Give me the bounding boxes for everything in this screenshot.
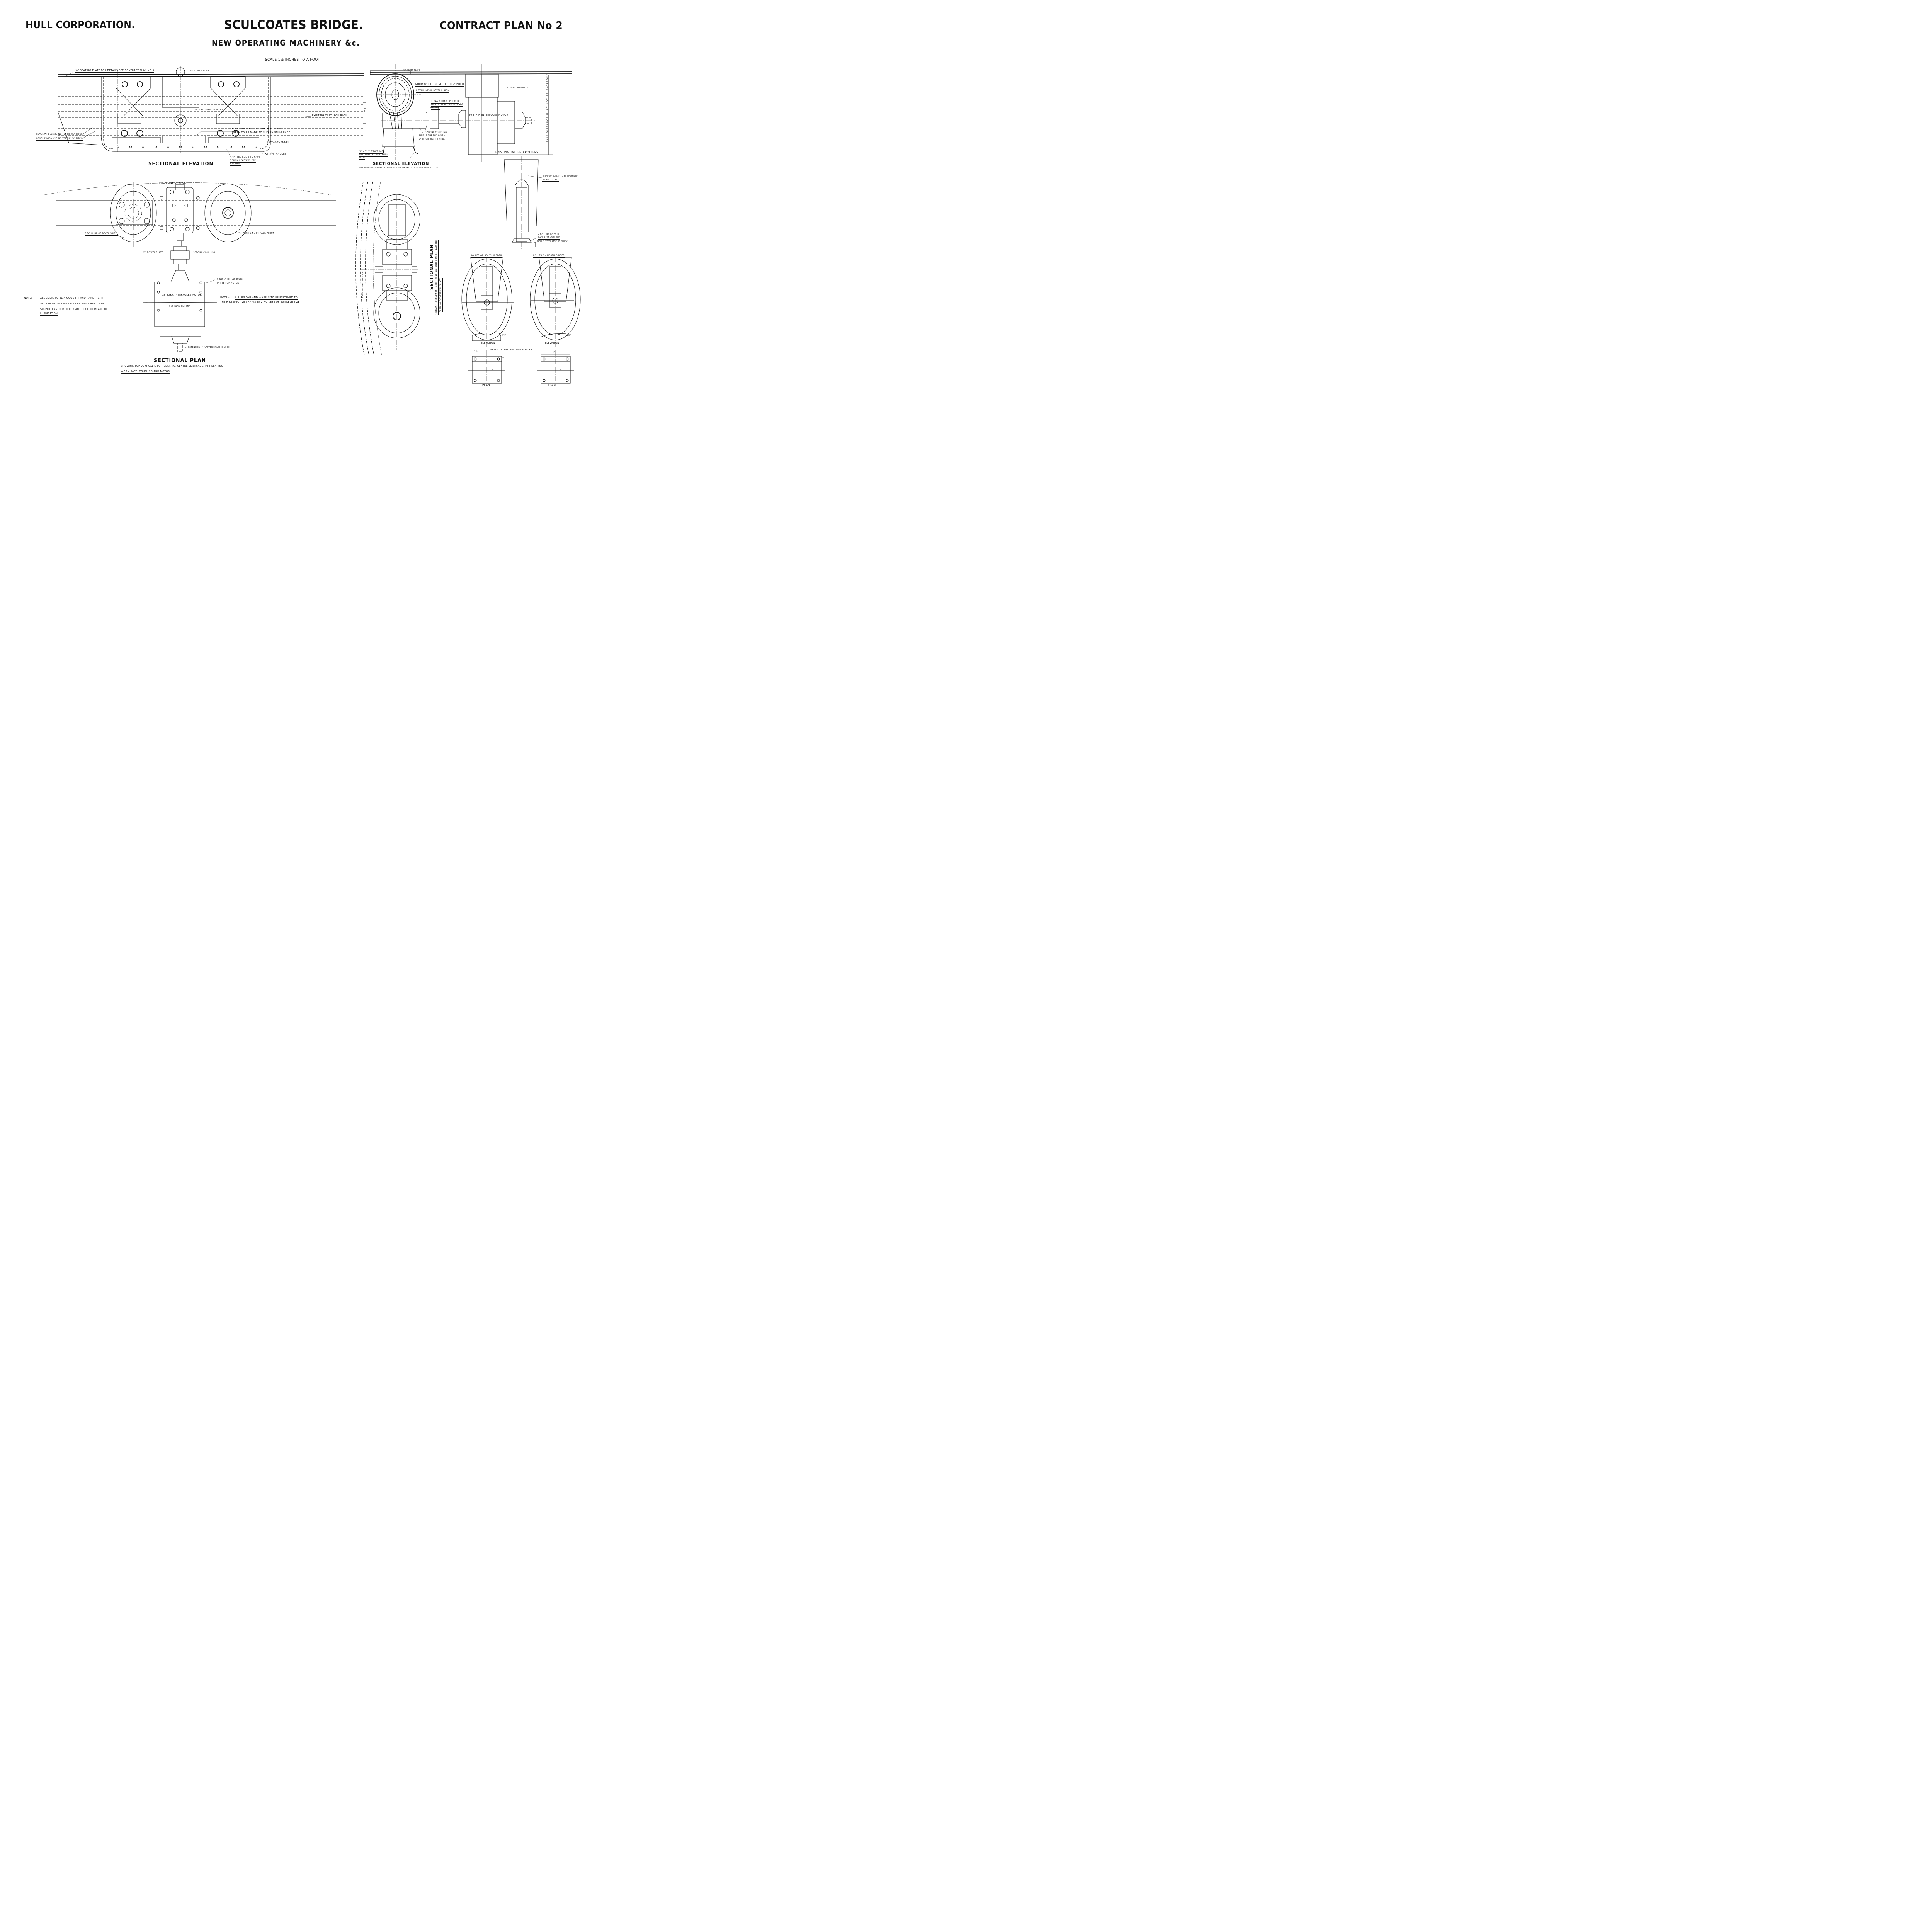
caption-resting-blocks: New C. Steel Resting Blocks bbox=[490, 348, 532, 352]
note-right-prefix: Note:- bbox=[220, 296, 230, 299]
dim-spacing-south: 8" bbox=[492, 369, 494, 371]
caption-roller-south: Roller on South Girder bbox=[471, 254, 502, 258]
label-band-brake-3: to suit bbox=[431, 106, 440, 110]
resting-block-plans bbox=[468, 354, 574, 384]
label-pitch-line-rack: Pitch Line of Rack bbox=[159, 181, 186, 184]
label-bevel-pinions: Bevel Pinions 15 No teeth 2½" pitch bbox=[36, 137, 83, 141]
label-bevel-wheels: Bevel Wheels 25 No teeth 2½" pitch bbox=[36, 133, 83, 136]
header-center-title: SCULCOATES BRIDGE. bbox=[224, 17, 363, 32]
caption-sectional-plan-vertical: SECTIONAL PLAN bbox=[429, 244, 434, 290]
label-tbar-3: Bolts bbox=[359, 156, 366, 160]
dim-south-height: 1¾" bbox=[502, 334, 507, 337]
caption-sectional-elevation-main: SECTIONAL ELEVATION bbox=[148, 161, 214, 167]
worm-sectional-elevation bbox=[363, 64, 572, 162]
label-worm-special-coupling: Special Coupling bbox=[425, 131, 447, 134]
label-worm-motor: 26 B.H.P. Interpoles Motor bbox=[469, 113, 509, 116]
label-worm-2: 2" pitch right hand. bbox=[419, 138, 445, 141]
note-left-line: lubrication bbox=[40, 312, 58, 316]
label-tread-1: Tread of Roller to be machined bbox=[542, 175, 578, 178]
label-shaft-gear-case: ⅜" Shaft Board Gear Case bbox=[195, 109, 224, 111]
label-channels: 11"x4" Channels bbox=[507, 87, 528, 90]
label-pitch-line-bevel-pinion: Pitch Line of Bevel Pinion bbox=[416, 89, 449, 93]
dim-bolt-pitch: 3" bbox=[502, 357, 505, 360]
bolt-row bbox=[117, 146, 257, 148]
label-seating-plate: ¾" Seating Plate for Details see Contrac… bbox=[75, 69, 154, 73]
label-worm-cover-plate: ¾" Cover Plate. bbox=[403, 69, 421, 71]
label-tbar-1: 3" x 3" x 7/16 T Bar bbox=[359, 150, 384, 154]
header-subtitle: NEW OPERATING MACHINERY &c. bbox=[212, 38, 360, 48]
label-band-brake-1: If Band Brake is Fixed bbox=[431, 100, 459, 104]
roller-north-drawing bbox=[530, 257, 581, 386]
subcaption-sectional-plan-vertical-2: Bearing of Vertical Shaft bbox=[439, 278, 443, 312]
label-fitted-bolts-3: necessary bbox=[230, 163, 241, 166]
subcaption-sectional-plan-main-2: Worm Race, Coupling and Motor bbox=[121, 370, 170, 374]
label-dowel-plate: ½" Dowel Plate bbox=[143, 251, 163, 254]
main-sectional-plan bbox=[42, 182, 336, 352]
label-cast-iron-rack: Existing Cast Iron Rack bbox=[312, 114, 347, 117]
dim-block-width: 16" bbox=[553, 351, 557, 354]
label-fitted-bolts-1: ¾" Fitted Bolts to have bbox=[230, 156, 260, 159]
label-plan-north: Plan bbox=[548, 383, 556, 387]
label-worm-wheel: Worm Wheel 30 No Teeth 2" Pitch bbox=[415, 83, 464, 87]
label-distance: This distance must not be exceeded bbox=[546, 73, 549, 142]
label-motor-fitted-bolts-2: in feet of Motor bbox=[217, 282, 239, 285]
label-plan-motor-1: 26 B.H.P. Interpoles Motor bbox=[162, 293, 202, 296]
drawing-canvas bbox=[42, 64, 581, 386]
label-elevation-north: Elevation bbox=[545, 341, 560, 344]
note-left-line: All the necessary Oil Cups and Pipes to … bbox=[40, 302, 104, 306]
header-left-title: HULL CORPORATION. bbox=[26, 19, 135, 31]
note-left-prefix: Note:- bbox=[24, 296, 33, 299]
label-cover-plate: ¾" Cover Plate bbox=[190, 70, 210, 72]
note-right-line: All Pinions and Wheels to be fastened to bbox=[235, 296, 298, 300]
tail-end-roller-drawing bbox=[500, 156, 543, 249]
subcaption-sectional-plan-vertical-1: Showing Horizontal Shaft Bearings Worm W… bbox=[435, 240, 439, 315]
dim-north-height: 1¾" bbox=[567, 334, 571, 337]
main-sectional-elevation bbox=[58, 66, 364, 159]
label-rack-pinions-2: Teeth to be made to suit existing Rack bbox=[232, 131, 290, 134]
subcaption-sectional-plan-main-1: Showing Top Vertical Shaft Bearing, Cent… bbox=[121, 364, 223, 368]
label-plan-south: Plan bbox=[482, 383, 490, 387]
note-left-line: supplied and fixed for an efficient mean… bbox=[40, 308, 108, 311]
label-resting-blocks: New C. Steel Resting Blocks bbox=[537, 240, 569, 243]
header-right-title: CONTRACT PLAN No 2 bbox=[440, 19, 563, 32]
label-tbar-2: Fastened by ½" C sunk bbox=[359, 153, 388, 157]
label-tread-2: square to face bbox=[542, 179, 559, 182]
label-band-brake-2: this distance to be made bbox=[431, 103, 463, 107]
caption-roller-north: Roller on North Girder bbox=[533, 254, 565, 258]
caption-tail-end-rollers: Existing Tail End Rollers bbox=[495, 151, 539, 155]
label-angles: 4"x4"x½" Angles bbox=[262, 152, 287, 155]
label-vertical-rack: Existing Cast Iron Rack bbox=[362, 269, 364, 298]
label-motor-fitted-bolts-1: 8 No 1" Fitted Bolts bbox=[217, 278, 243, 281]
label-fitted-bolts-2: C Sunk heads where bbox=[230, 159, 256, 163]
caption-sectional-elevation-worm: SECTIONAL ELEVATION bbox=[373, 161, 429, 166]
caption-sectional-plan-main: SECTIONAL PLAN bbox=[154, 357, 206, 364]
note-left-line: All bolts to be a good fit and hand tigh… bbox=[40, 296, 104, 300]
roller-south-drawing bbox=[461, 257, 514, 386]
scale-label: Scale 1½ Inches to a Foot bbox=[265, 58, 320, 62]
note-right-line: their respective Shafts by 2 No Keys of … bbox=[220, 300, 300, 304]
label-rag-bolts-1: 4 No 1 Rag Bolts in bbox=[538, 233, 559, 236]
subcaption-sectional-elevation-worm: Showing Worm Race, Worm, and Wheel, Coup… bbox=[359, 167, 438, 170]
vertical-sectional-plan bbox=[355, 181, 420, 356]
label-plan-motor-2: 500 Revs per Min bbox=[169, 305, 191, 308]
dim-spacing-north: 8" bbox=[560, 369, 563, 371]
label-rack-pinions-1: Rack Pinions 27 No Teeth 3" pitch bbox=[232, 127, 281, 130]
label-elevation-south: Elevation bbox=[481, 341, 495, 344]
label-pitch-line-bevel-wheel: Pitch Line of Bevel Wheel bbox=[85, 232, 118, 236]
label-worm-1: Single thread Worm bbox=[419, 134, 446, 138]
label-extension: Extension if Flapper Brake is used bbox=[188, 346, 230, 349]
label-plan-special-coupling: Special Coupling bbox=[193, 251, 215, 254]
label-channel: 15"x4" Channel bbox=[267, 141, 289, 144]
dim-bolt-offset: 1½" bbox=[474, 350, 479, 353]
label-rag-bolts-2: each Resting Block bbox=[538, 236, 560, 240]
label-pitch-line-rack-pinion: Pitch Line of Rack Pinion bbox=[243, 232, 275, 235]
